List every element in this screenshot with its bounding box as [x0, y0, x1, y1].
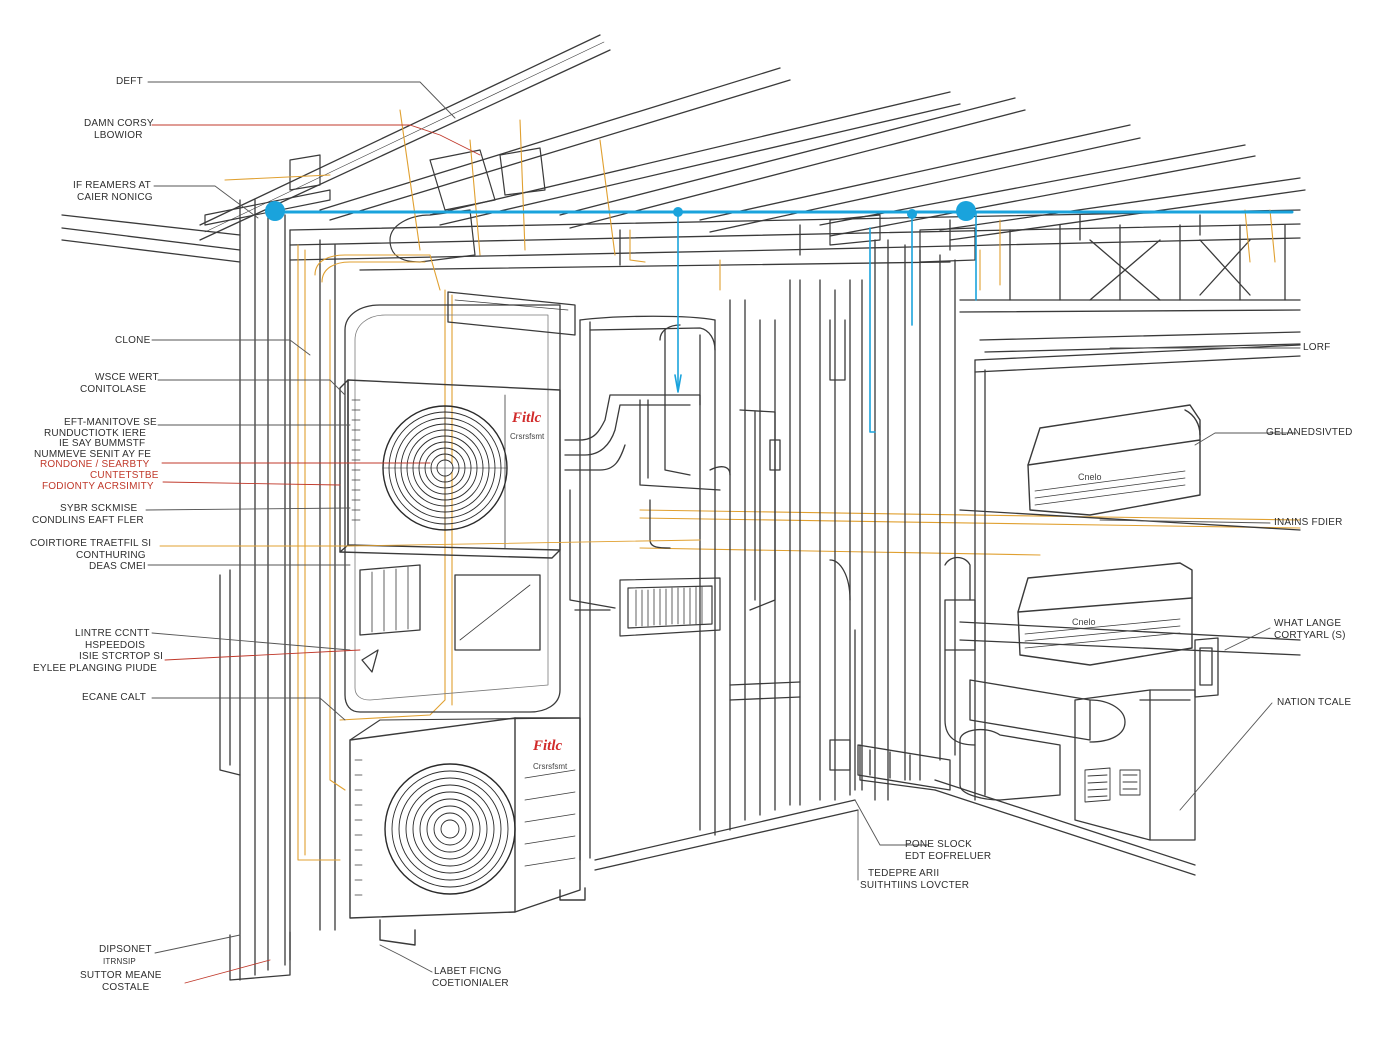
label-lintre: LINTRE CCNTT HSPEEDOIS ISIE STCRTOP SI E…	[33, 628, 163, 674]
roof-framing	[61, 34, 1306, 353]
leader-lines	[145, 81, 1301, 973]
label-suttor-2: COSTALE	[102, 981, 150, 993]
wall-unit-lower-label: Cnelo	[1072, 617, 1096, 627]
label-inains: INAINS FDIER	[1274, 517, 1343, 528]
label-dipsonet-2: ITRNSIP	[103, 956, 136, 966]
vent-icon	[1084, 767, 1141, 803]
label-gelanedsivted: GELANEDSIVTED	[1266, 427, 1353, 438]
label-suttor: SUTTOR MEANE COSTALE	[80, 970, 162, 993]
label-sybr-2: CONDLINS EAFT FLER	[32, 514, 144, 526]
label-sybr: SYBR SCKMISE CONDLINS EAFT FLER	[32, 503, 144, 526]
label-ecane-calt: ECANE CALT	[82, 692, 147, 703]
water-line-drops	[674, 211, 977, 433]
label-lintre-4: EYLEE PLANGING PIUDE	[33, 662, 158, 674]
label-clone: CLONE	[115, 335, 151, 346]
label-left-block-7: FODIONTY ACRSIMITY	[42, 480, 154, 492]
right-room	[857, 344, 1301, 876]
unit-upper-small: Crsrsfsmt	[510, 432, 545, 441]
label-tedepre-2: SUITHTIINS LOVCTER	[860, 879, 970, 891]
center-framing	[564, 239, 956, 871]
label-lintre-2: HSPEEDOIS	[85, 639, 146, 651]
label-nation: NATION TCALE	[1277, 697, 1352, 708]
brand-upper: Fitlc	[512, 410, 542, 426]
label-labet-ficng-1: LABET FICNG	[434, 966, 502, 977]
label-coirtiore-1: COIRTIORE TRAETFIL SI	[30, 538, 152, 549]
label-left-block-4: NUMMEVE SENIT AY FE	[34, 448, 152, 460]
label-coirtiore: COIRTIORE TRAETFIL SI CONTHURING DEAS CM…	[30, 538, 151, 573]
condenser-lower	[349, 717, 586, 946]
refrigerant-lines	[224, 109, 1301, 861]
label-lintre-1: LINTRE CCNTT	[75, 628, 150, 639]
label-if-reamers-1: IF REAMERS AT	[73, 180, 151, 191]
label-wsce-wert: WSCE WERT CONITOLASE	[80, 372, 159, 395]
leader-lines-red	[151, 124, 481, 984]
air-handler-box	[344, 291, 576, 713]
label-pone-slock: PONE SLOCK EDT EOFRELUER	[905, 839, 991, 862]
label-what-lange: WHAT LANGE CORTYARL (S)	[1274, 618, 1346, 641]
wall-unit-upper-label: Cnelo	[1078, 472, 1102, 482]
label-what-lange-1: WHAT LANGE	[1274, 618, 1342, 629]
label-tedepre-1: TEDEPRE ARII	[868, 868, 940, 879]
fan-icon	[382, 405, 508, 531]
mini-split-lower	[1017, 562, 1193, 666]
label-left-block-6: CUNTETSTBE	[90, 469, 159, 481]
label-left-block-2: RUNDUCTIOTK IERE	[44, 427, 147, 439]
brand-lower: Fitlc	[533, 738, 563, 754]
grille-icon	[619, 577, 721, 637]
label-coirtiore-2: CONTHURING	[76, 549, 146, 561]
label-tedepre: TEDEPRE ARII SUITHTIINS LOVCTER	[860, 868, 969, 891]
label-wsce-wert-1: WSCE WERT	[95, 372, 159, 383]
label-if-reamers-2: CAIER NONICG	[77, 191, 153, 203]
label-damn-corsy-1: DAMN CORSY	[84, 118, 154, 129]
label-left-block-5: RONDONE / SEARBTY	[40, 459, 150, 471]
label-dipsonet: DIPSONET ITRNSIP	[99, 944, 152, 967]
label-pone-slock-1: PONE SLOCK	[905, 839, 973, 850]
label-damn-corsy-2: LBOWIOR	[94, 129, 143, 141]
label-labet-ficng-2: COETIONIALER	[432, 977, 509, 989]
label-suttor-1: SUTTOR MEANE	[80, 970, 162, 981]
unit-lower-small: Crsrsfsmt	[533, 762, 568, 771]
label-pone-slock-2: EDT EOFRELUER	[905, 850, 992, 862]
label-what-lange-2: CORTYARL (S)	[1274, 629, 1346, 641]
left-wall	[219, 199, 336, 981]
label-left-block: EFT-MANITOVE SE RUNDUCTIOTK IERE IE SAY …	[34, 417, 159, 492]
label-left-block-3: IE SAY BUMMSTF	[59, 438, 146, 450]
water-line-nodes	[265, 201, 976, 221]
label-labet-ficng: LABET FICNG COETIONIALER	[432, 966, 509, 989]
label-coirtiore-3: DEAS CMEI	[89, 561, 146, 572]
ceiling-ducts	[204, 147, 976, 263]
label-sybr-1: SYBR SCKMISE	[60, 503, 138, 514]
label-if-reamers: IF REAMERS AT CAIER NONICG	[73, 180, 153, 203]
label-deft: DEFT	[116, 76, 143, 87]
mini-split-upper	[1027, 404, 1201, 516]
label-dipsonet-1: DIPSONET	[99, 944, 152, 955]
leader-lines-orange	[159, 539, 701, 547]
label-wsce-wert-2: CONITOLASE	[80, 383, 147, 395]
label-lintre-3: ISIE STCRTOP SI	[79, 651, 164, 662]
label-damn-corsy: DAMN CORSY LBOWIOR	[84, 118, 154, 141]
fan-icon	[384, 763, 516, 895]
label-left-block-1: EFT-MANITOVE SE	[64, 417, 157, 428]
condenser-upper	[339, 379, 561, 559]
label-lorf: LORF	[1303, 342, 1331, 353]
